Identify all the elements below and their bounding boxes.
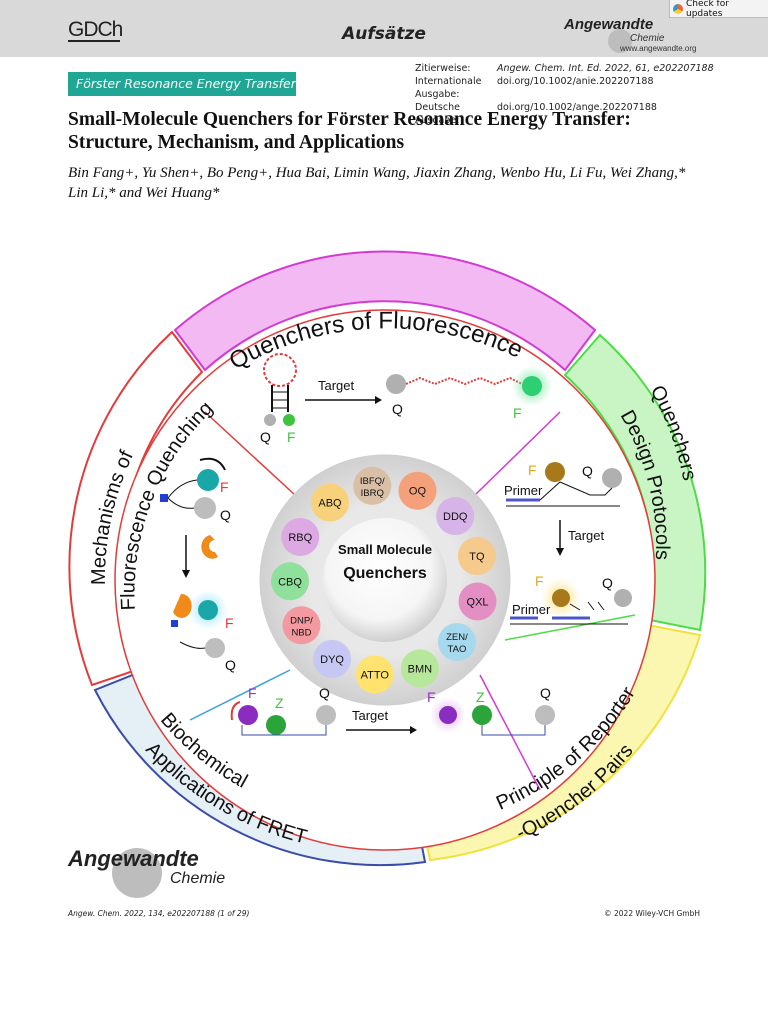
q-label: Q xyxy=(602,575,613,591)
quencher-label: ATTO xyxy=(361,669,390,681)
quencher-label: NBD xyxy=(291,627,311,638)
quencher-bubble xyxy=(355,655,394,694)
journal-sub: Chemie xyxy=(630,33,665,44)
toc-graphic: Small Molecule Quenchers OQ DDQ TQ QXL ZEN/T… xyxy=(68,250,707,867)
author-list: Bin Fang+, Yu Shen+, Bo Peng+, Hua Bai, … xyxy=(68,165,686,201)
cite-label: Internationale Ausgabe: xyxy=(415,76,482,100)
footer-copyright: © 2022 Wiley-VCH GmbH xyxy=(604,909,700,918)
section-title: Aufsätze xyxy=(342,24,426,44)
quencher-label: IBFQ/ xyxy=(360,476,385,487)
q-label: Q xyxy=(392,401,403,417)
hairpin-probe-diagram: Q F Target Q F xyxy=(260,353,552,445)
quencher-label: DDQ xyxy=(443,511,468,523)
f-label: F xyxy=(535,573,544,589)
quencher-bubbles: OQ DDQ TQ QXL ZEN/TAO BMN ATTO DYQ DNP/NBD CBQ RBQ… xyxy=(271,466,497,694)
quencher-bubble xyxy=(398,471,437,510)
topic-tag: Förster Resonance Energy Transfer xyxy=(68,72,296,96)
footer-journal-logo: Angewandte Chemie xyxy=(68,840,228,900)
segment-top-band xyxy=(173,250,597,372)
quencher-bubble xyxy=(281,517,320,556)
article-title: Small-Molecule Quenchers for Förster Res… xyxy=(68,109,631,153)
quencher-label: IBRQ xyxy=(361,488,384,499)
quencher-label: OQ xyxy=(409,486,427,498)
f-label: F xyxy=(225,615,234,631)
quencher-bubble xyxy=(436,497,475,536)
quencher-bubble xyxy=(458,582,497,621)
quencher-bubble xyxy=(457,537,496,576)
biochemical-diagram: F Z Q Target F Z Q xyxy=(230,685,555,736)
quencher-label: DYQ xyxy=(320,654,344,666)
quencher-bubble xyxy=(353,466,392,505)
check-updates-label: Check for updates xyxy=(685,0,729,19)
cite-label: Zitierweise: xyxy=(415,63,471,74)
z-label: Z xyxy=(476,689,485,705)
crossmark-icon xyxy=(673,3,683,14)
quencher-bubble xyxy=(400,649,439,688)
footer-citation: Angew. Chem. 2022, 134, e202207188 (1 of… xyxy=(68,909,250,918)
quencher-label: RBQ xyxy=(288,532,312,544)
target-label: Target xyxy=(568,528,605,543)
f-label: F xyxy=(528,462,537,478)
f-label: F xyxy=(427,689,436,705)
quencher-label: TQ xyxy=(469,551,485,563)
quencher-label: QXL xyxy=(467,596,489,608)
footer-journal-name: Angewandte xyxy=(68,846,199,871)
center-disc xyxy=(323,518,447,642)
gdch-logo-underline xyxy=(68,40,120,42)
f-label: F xyxy=(248,685,257,701)
quencher-bubble xyxy=(437,623,476,662)
primer-label: Primer xyxy=(512,602,551,617)
q-label: Q xyxy=(540,685,551,701)
q-label: Q xyxy=(225,657,236,673)
citation-block: Zitierweise: Angew. Chem. Int. Ed. 2022, … xyxy=(415,62,714,127)
center-label-2: Quenchers xyxy=(343,565,427,582)
cite-doi-link[interactable]: doi.org/10.1002/ange.202207188 xyxy=(497,102,657,113)
center-label-1: Small Molecule xyxy=(338,542,432,557)
primer-label: Primer xyxy=(504,483,543,498)
q-label: Q xyxy=(260,429,271,445)
quencher-label: TAO xyxy=(448,644,467,655)
quencher-bubble xyxy=(313,639,352,678)
cite-value: Angew. Chem. Int. Ed. 2022, 61, e2022071… xyxy=(497,63,714,74)
cite-label: Deutsche Ausgabe: xyxy=(415,102,460,126)
target-label: Target xyxy=(318,378,355,393)
header-bar: GDCh Aufsätze Angewandte Chemie www.ange… xyxy=(0,0,768,57)
quencher-bubble xyxy=(310,483,349,522)
target-label: Target xyxy=(352,708,389,723)
quencher-label: ABQ xyxy=(318,498,342,510)
f-label: F xyxy=(287,429,296,445)
quencher-bubble xyxy=(271,562,310,601)
journal-logo-circle xyxy=(112,848,162,898)
q-label: Q xyxy=(582,463,593,479)
journal-url[interactable]: www.angewandte.org xyxy=(620,44,697,53)
journal-name: Angewandte xyxy=(564,16,654,33)
gdch-logo: GDCh xyxy=(68,18,123,41)
quencher-bubble xyxy=(282,606,321,645)
z-label: Z xyxy=(275,695,284,711)
cite-doi-link[interactable]: doi.org/10.1002/anie.202207188 xyxy=(497,76,654,87)
quencher-label: BMN xyxy=(408,663,433,675)
primer-design-diagram: F Q Primer Target F Q Primer xyxy=(504,462,632,625)
f-label: F xyxy=(513,405,522,421)
quencher-label: ZEN/ xyxy=(446,632,468,643)
footer-journal-sub: Chemie xyxy=(170,870,226,887)
segment-right-band xyxy=(563,333,707,632)
angewandte-logo-circle xyxy=(608,29,632,53)
mechanism-diagram: F Q F Q xyxy=(160,457,236,673)
q-label: Q xyxy=(319,685,330,701)
f-label: F xyxy=(220,479,229,495)
quencher-label: CBQ xyxy=(278,576,302,588)
q-label: Q xyxy=(220,507,231,523)
check-updates-button[interactable]: Check for updates xyxy=(669,0,768,19)
quencher-label: DNP/ xyxy=(290,615,313,626)
